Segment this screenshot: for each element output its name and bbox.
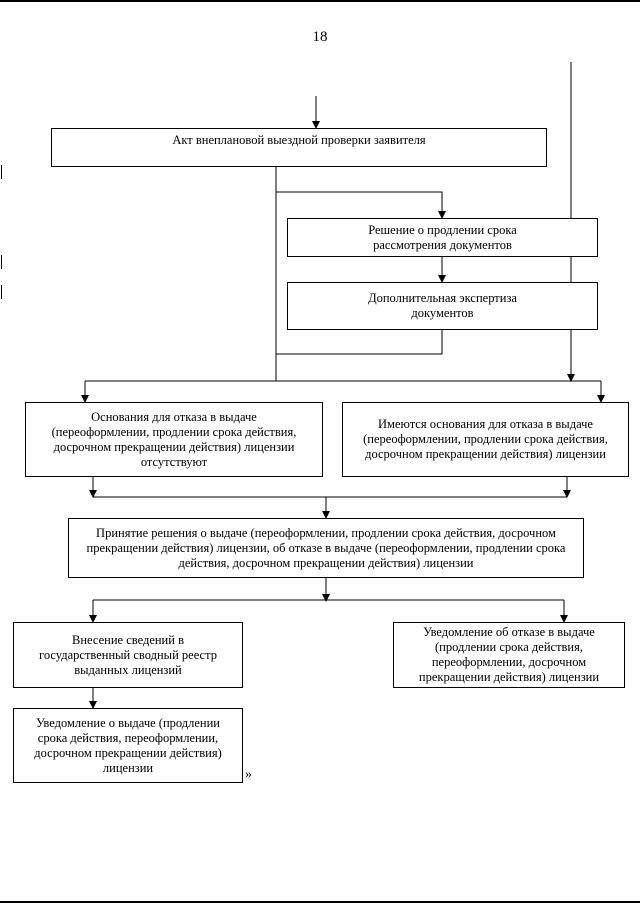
- margin-mark: [1, 285, 2, 299]
- closing-quote-mark: »: [245, 767, 252, 782]
- margin-mark: [1, 165, 2, 179]
- decision-box: Принятие решения о выдаче (переоформлени…: [68, 518, 584, 578]
- page-number: 18: [312, 29, 328, 45]
- registry-entry-box: Внесение сведений в государственный свод…: [13, 622, 243, 688]
- return-to-trunk: [276, 330, 443, 355]
- no-refusal-grounds-box: Основания для отказа в выдаче (переоформ…: [25, 402, 323, 477]
- margin-mark: [1, 255, 2, 269]
- branch-to-extension: [276, 191, 446, 219]
- extension-decision-box: Решение о продлении срока рассмотрения д…: [287, 218, 598, 257]
- refusal-notice-box: Уведомление об отказе в выдаче (продлени…: [393, 622, 625, 688]
- act-box: Акт внеплановой выездной проверки заявит…: [51, 128, 547, 167]
- refusal-grounds-box: Имеются основания для отказа в выдаче (п…: [342, 402, 629, 477]
- issue-notice-box: Уведомление о выдаче (продлении срока де…: [13, 708, 243, 783]
- page-bottom-border: [0, 901, 640, 903]
- page-top-border: [0, 0, 640, 2]
- additional-expertise-box: Дополнительная экспертиза документов: [287, 282, 598, 330]
